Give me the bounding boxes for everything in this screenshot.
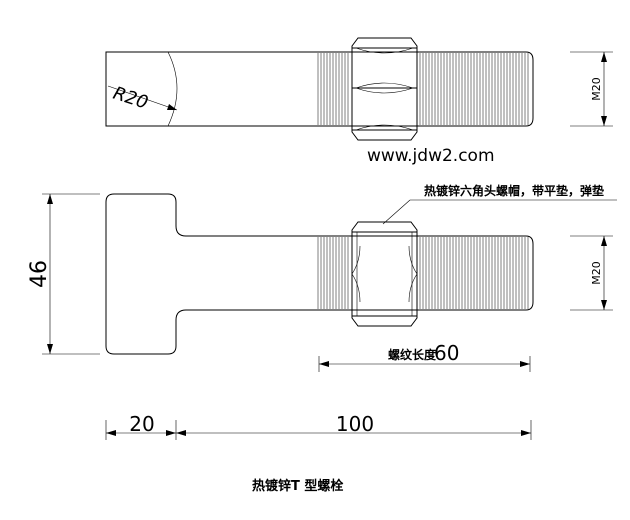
top-view: R20 M20 [105, 37, 613, 141]
top-radius-arc [167, 51, 178, 127]
side-m20-label: M20 [590, 261, 603, 285]
head-length-label: 20 [129, 412, 154, 436]
drawing-caption: 热镀锌T 型螺栓 [252, 478, 343, 494]
shank-length-label: 100 [336, 412, 374, 436]
thread-length-text: 螺纹长度 [388, 347, 437, 362]
watermark: www.jdw2.com [367, 146, 495, 166]
top-nut [351, 37, 418, 141]
top-m20-dimension: M20 [570, 51, 613, 127]
side-view: 热镀锌六角头螺帽，带平垫，弹垫 M20 46 螺纹长度 [27, 183, 617, 440]
radius-arrow [167, 104, 177, 110]
top-shank-outline [105, 51, 534, 127]
top-m20-label: M20 [590, 77, 603, 101]
nut-callout-text: 热镀锌六角头螺帽，带平垫，弹垫 [424, 183, 604, 198]
thread-length-dimension: 螺纹长度 60 [318, 341, 531, 372]
head-height-label: 46 [27, 260, 52, 288]
head-height-dimension: 46 [27, 193, 100, 355]
radius-leader [107, 85, 178, 111]
side-thread-hatch [317, 237, 529, 309]
nut-callout: 热镀锌六角头螺帽，带平垫，弹垫 [382, 183, 617, 225]
side-nut [351, 221, 418, 327]
t-head-outline [105, 193, 534, 355]
radius-label: R20 [110, 83, 150, 114]
side-m20-dimension: M20 [570, 235, 613, 311]
thread-length-value: 60 [434, 341, 459, 365]
length-dimensions: 20 100 [105, 412, 532, 440]
top-thread-hatch [317, 53, 529, 125]
